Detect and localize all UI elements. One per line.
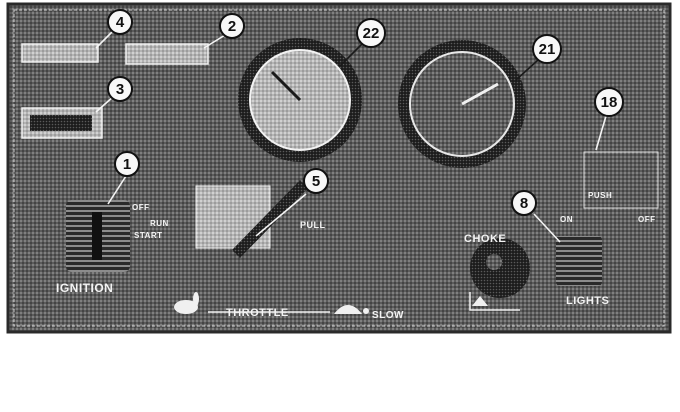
gauge-right-rim xyxy=(409,51,515,157)
label-ignition: IGNITION xyxy=(56,281,113,295)
ignition-key-slot xyxy=(92,212,102,260)
callout-3: 3 xyxy=(107,76,133,102)
label-start: START xyxy=(134,231,163,240)
label-run: RUN xyxy=(150,219,169,228)
turtle-icon xyxy=(334,305,369,314)
svg-text:2: 2 xyxy=(228,18,236,35)
warning-plate-left xyxy=(21,43,99,63)
hour-meter-window xyxy=(30,115,92,131)
callout-8: 8 xyxy=(511,190,537,216)
svg-text:5: 5 xyxy=(312,173,320,190)
svg-text:18: 18 xyxy=(601,94,618,111)
gauge-left-rim xyxy=(249,49,351,151)
center-decal xyxy=(195,185,271,249)
label-push: PUSH xyxy=(588,191,612,200)
svg-text:21: 21 xyxy=(539,41,556,58)
svg-text:8: 8 xyxy=(520,195,528,212)
label-off-ignition: OFF xyxy=(132,203,150,212)
lights-switch xyxy=(556,236,602,286)
gauge-right-needle xyxy=(461,82,499,106)
label-lights: LIGHTS xyxy=(566,295,609,307)
callout-1: 1 xyxy=(114,151,140,177)
choke-bracket xyxy=(469,292,520,311)
callout-5: 5 xyxy=(303,168,329,194)
throttle-lever-slot xyxy=(232,180,308,258)
label-pull: PULL xyxy=(300,220,326,230)
label-throttle: THROTTLE xyxy=(226,307,289,319)
svg-text:1: 1 xyxy=(123,156,131,173)
callout-4: 4 xyxy=(107,9,133,35)
warning-plate-right xyxy=(125,43,209,65)
svg-text:22: 22 xyxy=(363,25,380,42)
label-on-lights: ON xyxy=(560,215,573,224)
panel-border xyxy=(6,2,672,334)
callout-2: 2 xyxy=(219,13,245,39)
gauge-left-needle xyxy=(270,70,302,102)
callout-18: 18 xyxy=(594,87,624,117)
label-off-lights: OFF xyxy=(638,215,656,224)
callout-22: 22 xyxy=(356,18,386,48)
panel-inner-border xyxy=(13,9,665,327)
choke-knob xyxy=(470,238,530,298)
svg-text:3: 3 xyxy=(116,81,124,98)
choke-knob-highlight xyxy=(486,254,502,270)
label-slow: SLOW xyxy=(372,310,404,321)
pto-switch-plate xyxy=(583,151,659,209)
choke-arrow-icon xyxy=(472,296,488,306)
svg-text:4: 4 xyxy=(116,14,125,31)
label-choke: CHOKE xyxy=(464,233,506,245)
callout-21: 21 xyxy=(532,34,562,64)
rabbit-icon xyxy=(174,292,199,314)
